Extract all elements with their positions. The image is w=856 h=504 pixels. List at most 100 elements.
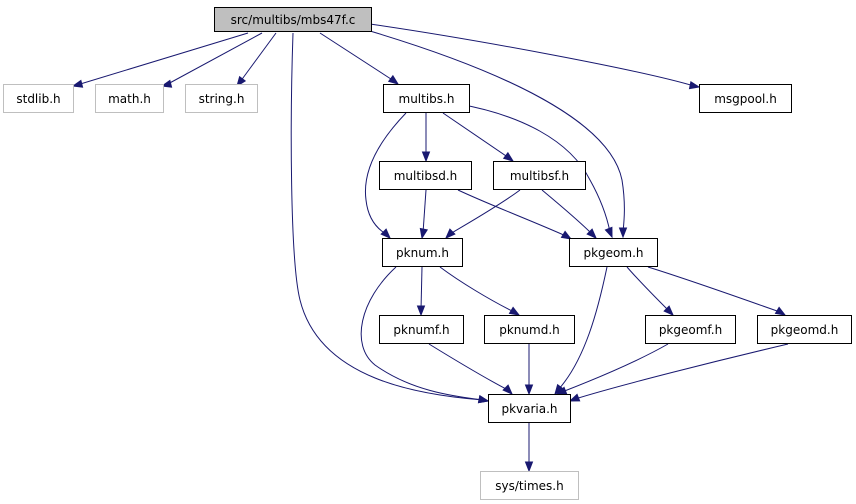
- arrowhead-icon: [160, 79, 173, 88]
- arrowhead-icon: [236, 75, 247, 88]
- node-string[interactable]: string.h: [185, 84, 258, 113]
- node-multibsd[interactable]: multibsd.h: [379, 161, 472, 190]
- edges-layer: [71, 23, 789, 473]
- node-box: [95, 84, 164, 113]
- edge-pkgeom-to-pkgeomf: [626, 266, 674, 316]
- node-label: pkgeomf.h: [659, 323, 722, 337]
- edge-pknum-to-pknumd: [439, 266, 521, 316]
- node-label: pkvaria.h: [501, 402, 557, 416]
- node-box: [480, 471, 579, 500]
- node-label: math.h: [108, 92, 151, 106]
- arrowhead-icon: [71, 79, 84, 88]
- edge-line: [647, 266, 781, 313]
- arrowhead-icon: [421, 151, 431, 163]
- edge-multibs-to-multibsd: [421, 113, 431, 163]
- arrowhead-icon: [508, 306, 521, 316]
- node-box: [493, 161, 586, 190]
- edge-line: [76, 32, 249, 86]
- node-box: [699, 84, 792, 113]
- node-label: src/multibs/mbs47f.c: [231, 13, 356, 27]
- node-pkgeom[interactable]: pkgeom.h: [569, 238, 658, 267]
- arrowhead-icon: [445, 228, 456, 239]
- node-msgpool[interactable]: msgpool.h: [699, 84, 792, 113]
- node-multibs[interactable]: multibs.h: [383, 84, 470, 113]
- node-box: [488, 394, 571, 423]
- arrowhead-icon: [419, 227, 429, 240]
- node-label: multibs.h: [399, 92, 455, 106]
- node-systimes[interactable]: sys/times.h: [480, 471, 579, 500]
- node-pkgeomf[interactable]: pkgeomf.h: [645, 315, 736, 344]
- node-box: [757, 315, 852, 344]
- node-multibsf[interactable]: multibsf.h: [493, 161, 586, 190]
- arrowhead-icon: [380, 228, 391, 239]
- node-label: msgpool.h: [714, 92, 777, 106]
- node-box: [3, 84, 74, 113]
- edge-pkgeom-to-pkgeomd: [647, 266, 787, 316]
- edge-mbs47f-to-multibs: [319, 32, 400, 85]
- edge-pknum-to-pkvaria: [360, 266, 490, 404]
- edge-line: [364, 112, 407, 235]
- edge-multibsd-to-pknum: [419, 189, 429, 240]
- edge-multibs-to-pknum: [364, 112, 407, 239]
- edge-multibs-to-multibsf: [442, 112, 515, 162]
- arrowhead-icon: [502, 384, 513, 395]
- node-math[interactable]: math.h: [95, 84, 164, 113]
- edge-line: [369, 23, 695, 87]
- node-label: multibsd.h: [394, 169, 458, 183]
- node-mbs47f: src/multibs/mbs47f.c: [214, 7, 372, 32]
- edge-line: [165, 32, 263, 86]
- edge-line: [360, 266, 484, 401]
- edge-line: [561, 343, 669, 393]
- arrowhead-icon: [416, 305, 426, 317]
- edge-line: [290, 32, 484, 401]
- edge-pknumf-to-pkvaria: [428, 343, 513, 395]
- arrowhead-icon: [618, 227, 628, 239]
- node-label: pkgeomd.h: [771, 323, 839, 337]
- edge-line: [442, 112, 510, 159]
- node-box: [379, 315, 464, 344]
- edge-line: [574, 343, 789, 400]
- edge-pkvaria-to-systimes: [524, 423, 534, 473]
- node-label: pknum.h: [396, 246, 449, 260]
- nodes-layer: src/multibs/mbs47f.c stdlib.h math.h string…: [3, 7, 852, 500]
- edge-pknum-to-pknumf: [416, 266, 426, 317]
- edge-line: [541, 189, 593, 235]
- node-label: pknumd.h: [499, 323, 560, 337]
- edge-multibsf-to-pknum: [445, 189, 521, 239]
- arrowhead-icon: [387, 74, 400, 85]
- arrowhead-icon: [663, 305, 674, 316]
- edge-multibsf-to-pkgeom: [541, 189, 597, 239]
- edge-pkgeomf-to-pkvaria: [555, 343, 669, 395]
- arrowhead-icon: [524, 384, 534, 396]
- edge-line: [449, 189, 521, 235]
- arrowhead-icon: [604, 226, 613, 239]
- node-label: sys/times.h: [495, 479, 563, 493]
- edge-pkgeomd-to-pkvaria: [568, 343, 789, 402]
- node-pknum[interactable]: pknum.h: [382, 238, 463, 267]
- node-box: [185, 84, 258, 113]
- node-pkvaria[interactable]: pkvaria.h: [488, 394, 571, 423]
- node-box: [645, 315, 736, 344]
- node-box: [484, 315, 575, 344]
- arrowhead-icon: [560, 230, 573, 240]
- arrowhead-icon: [555, 386, 568, 395]
- arrowhead-icon: [477, 394, 490, 404]
- edge-multibsd-to-pkgeom: [457, 189, 573, 240]
- edge-line: [626, 266, 670, 312]
- node-label: stdlib.h: [16, 92, 60, 106]
- edge-line: [369, 30, 625, 233]
- node-stdlib[interactable]: stdlib.h: [3, 84, 74, 113]
- edge-line: [239, 32, 277, 83]
- edge-mbs47f-to-msgpool: [369, 23, 701, 90]
- node-label: pkgeom.h: [583, 246, 643, 260]
- node-box: [383, 84, 470, 113]
- arrowhead-icon: [688, 80, 701, 90]
- node-pknumf[interactable]: pknumf.h: [379, 315, 464, 344]
- edge-line: [457, 189, 567, 237]
- node-pknumd[interactable]: pknumd.h: [484, 315, 575, 344]
- edge-line: [319, 32, 395, 82]
- arrowhead-icon: [568, 393, 581, 402]
- node-pkgeomd[interactable]: pkgeomd.h: [757, 315, 852, 344]
- node-box: [379, 161, 472, 190]
